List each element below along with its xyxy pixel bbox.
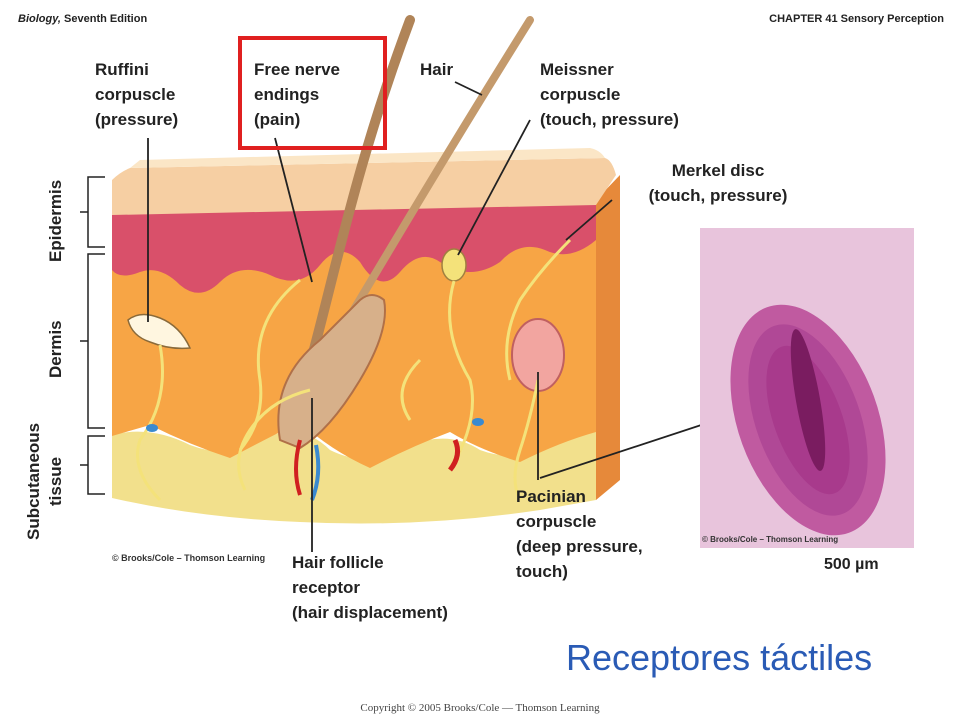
- diagram-credit: © Brooks/Cole – Thomson Learning: [112, 553, 266, 563]
- label-meissner-corpuscle: Meissner corpuscle (touch, pressure): [540, 60, 679, 129]
- scale-bar-label: 500 µm: [824, 556, 879, 573]
- label-pacinian-corpuscle: Pacinian corpuscle (deep pressure, touch…: [516, 487, 643, 581]
- vein-cross-section: [146, 424, 158, 432]
- ruffini-corpuscle: [127, 313, 192, 350]
- label-subcutaneous: Subcutaneous: [24, 422, 43, 540]
- label-dermis: Dermis: [46, 320, 65, 378]
- label-free-nerve-endings: Free nerve endings (pain): [254, 60, 340, 129]
- micrograph-credit: © Brooks/Cole – Thomson Learning: [702, 535, 839, 544]
- slide-title: Receptores táctiles: [566, 637, 873, 678]
- label-epidermis: Epidermis: [46, 179, 65, 262]
- nerve-fibers: [136, 238, 572, 502]
- artery: [294, 439, 302, 496]
- vein: [310, 444, 321, 501]
- label-merkel-disc: Merkel disc (touch, pressure): [648, 161, 788, 205]
- copyright: Copyright © 2005 Brooks/Cole — Thomson L…: [360, 702, 600, 714]
- artery-right: [447, 438, 461, 472]
- epidermis-surface: [112, 158, 616, 215]
- label-hair-follicle-receptor: Hair follicle receptor (hair displacemen…: [292, 553, 448, 622]
- highlight-box: [238, 36, 387, 150]
- skin-block-side: [596, 175, 620, 500]
- label-ruffini-corpuscle: Ruffini corpuscle (pressure): [95, 60, 179, 129]
- layer-brackets: [80, 176, 105, 495]
- header-book-title: Biology, Seventh Edition: [18, 13, 148, 25]
- vein-cross-section-right: [472, 418, 484, 426]
- header-chapter: CHAPTER 41 Sensory Perception: [769, 13, 944, 25]
- meissner-corpuscle: [441, 248, 467, 282]
- label-hair: Hair: [420, 60, 454, 79]
- hair-follicle: [277, 294, 386, 450]
- micrograph-corpuscle: [730, 304, 886, 536]
- label-tissue: tissue: [46, 456, 65, 506]
